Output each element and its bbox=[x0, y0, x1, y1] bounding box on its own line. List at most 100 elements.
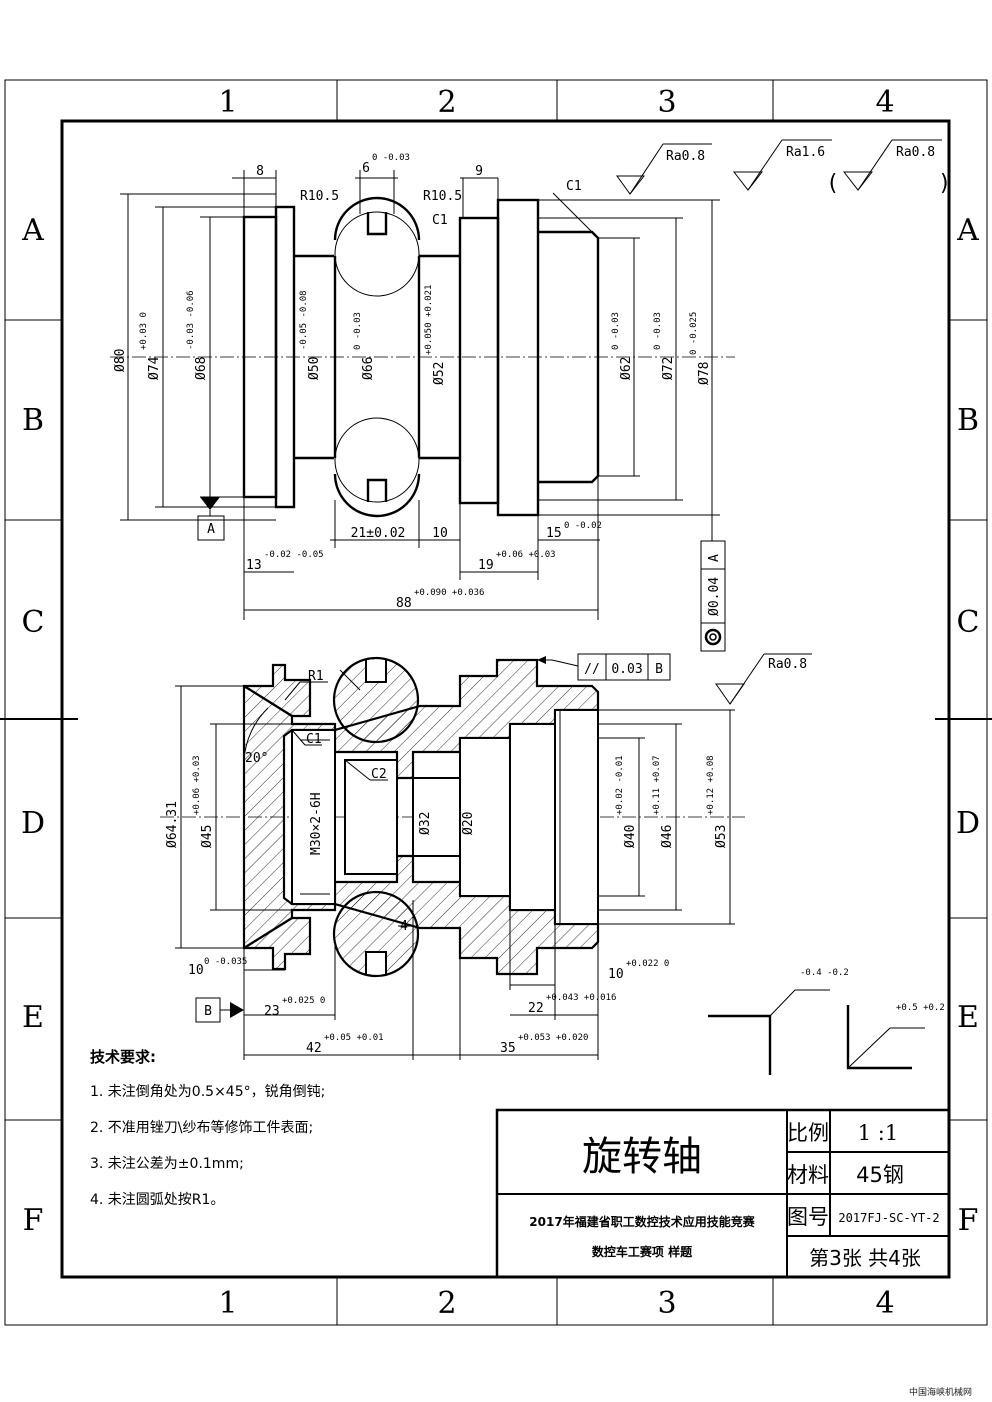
dim-r1: R1 bbox=[308, 669, 324, 684]
zone-row-c-right: C bbox=[957, 605, 980, 640]
corner-tol-2: +0.5 +0.2 bbox=[896, 1003, 945, 1013]
dim-6-tol: 0 -0.03 bbox=[372, 153, 410, 163]
dim-35-tol: +0.053 +0.020 bbox=[518, 1033, 588, 1043]
top-ball-slots bbox=[366, 212, 388, 502]
dim-88: 88 bbox=[396, 596, 412, 611]
dim-d45: Ø45 bbox=[200, 825, 215, 848]
datum-b-label: B bbox=[204, 1004, 212, 1019]
dim-d72-tol: 0 -0.03 bbox=[653, 312, 663, 350]
dim-c2: C2 bbox=[371, 767, 387, 782]
dim-c1-bore: C1 bbox=[306, 732, 322, 747]
technical-notes: 技术要求: 1. 未注倒角处为0.5×45°，锐角倒钝; 2. 不准用锉刀\纱布… bbox=[90, 1048, 325, 1208]
outer-frame bbox=[4, 79, 988, 1326]
dim-d66: Ø66 bbox=[361, 357, 376, 380]
dim-10-right-tol: +0.022 0 bbox=[626, 959, 669, 969]
dim-d50-tol: -0.05 -0.08 bbox=[299, 290, 309, 350]
top-ball-upper bbox=[334, 211, 420, 297]
dim-d78-tol: 0 -0.025 bbox=[689, 312, 699, 355]
dim-88-tol: +0.090 +0.036 bbox=[414, 588, 484, 598]
dim-d53: Ø53 bbox=[714, 825, 729, 848]
scale-label: 比例 bbox=[787, 1121, 829, 1145]
dim-21: 21±0.02 bbox=[351, 526, 406, 541]
svg-text:(: ( bbox=[826, 171, 839, 196]
dim-9: 9 bbox=[475, 164, 483, 179]
dim-13-tol: -0.02 -0.05 bbox=[264, 550, 324, 560]
dim-23: 23 bbox=[264, 1004, 280, 1019]
svg-text:): ) bbox=[938, 171, 951, 196]
top-right-shoulder bbox=[538, 230, 600, 484]
ra-0-8-top: Ra0.8 bbox=[666, 149, 705, 164]
dim-d46: Ø46 bbox=[660, 825, 675, 848]
zone-col-3-top: 3 bbox=[657, 85, 676, 120]
section-left-collar bbox=[242, 663, 337, 971]
fcf-a-value: Ø0.04 bbox=[707, 577, 722, 616]
dim-22-tol: +0.043 +0.016 bbox=[546, 993, 616, 1003]
title-block: 旋转轴 2017年福建省职工数控技术应用技能竞赛 数控车工赛项 样题 比例 1 … bbox=[495, 1108, 951, 1279]
fcf-b-value: 0.03 bbox=[611, 662, 642, 677]
drawing-no-label: 图号 bbox=[787, 1205, 829, 1229]
material-value: 45钢 bbox=[856, 1163, 904, 1187]
zone-row-d-right: D bbox=[956, 806, 980, 841]
parallelism-icon: // bbox=[584, 662, 600, 677]
dim-d64-31: Ø64.31 bbox=[165, 801, 180, 848]
zone-col-4-top: 4 bbox=[875, 85, 894, 120]
dim-d32: Ø32 bbox=[418, 812, 433, 835]
notes-title: 技术要求: bbox=[90, 1048, 156, 1066]
dim-d52: Ø52 bbox=[432, 362, 447, 385]
dim-d40-tol: +0.02 -0.01 bbox=[615, 755, 625, 815]
fcf-coaxiality bbox=[700, 540, 726, 652]
zone-row-d-left: D bbox=[21, 806, 45, 841]
competition-line-2: 数控车工赛项 样题 bbox=[592, 1244, 693, 1259]
dim-13: 13 bbox=[246, 558, 262, 573]
top-view: A 8 6 0 -0.03 9 R10.5 R10.5 C1 C1 Ø80 Ø7… bbox=[110, 139, 951, 652]
top-right-flange bbox=[496, 198, 540, 517]
notes-item-4: 4. 未注圆弧处按R1。 bbox=[90, 1192, 224, 1208]
dim-r10-5-left: R10.5 bbox=[300, 189, 339, 204]
dim-c1-left: C1 bbox=[432, 213, 448, 228]
dim-d68: Ø68 bbox=[194, 357, 209, 380]
scale-value: 1 :1 bbox=[858, 1121, 898, 1145]
dim-23-tol: +0.025 0 bbox=[282, 996, 325, 1006]
dim-d68-tol: -0.03 -0.06 bbox=[186, 290, 196, 350]
dim-d46-tol: +0.11 +0.07 bbox=[652, 755, 662, 815]
dim-d62-tol: 0 -0.03 bbox=[611, 312, 621, 350]
dim-d45-tol: +0.06 +0.03 bbox=[192, 755, 202, 815]
top-right-step bbox=[458, 216, 500, 505]
dim-d50: Ø50 bbox=[307, 357, 322, 380]
dim-d40: Ø40 bbox=[623, 825, 638, 848]
dim-22: 22 bbox=[528, 1001, 544, 1016]
dim-10-right: 10 bbox=[608, 967, 624, 982]
datum-a-box bbox=[197, 515, 225, 541]
dim-10: 10 bbox=[432, 526, 448, 541]
dim-d78: Ø78 bbox=[697, 362, 712, 385]
dim-d66-tol: 0 -0.03 bbox=[353, 312, 363, 350]
footer-credit: 中国海峡机械网 bbox=[908, 1388, 972, 1398]
zone-dividers bbox=[0, 80, 992, 1325]
dim-d20: Ø20 bbox=[461, 812, 476, 835]
dim-angle-20: 20° bbox=[245, 751, 268, 766]
dim-6: 6 bbox=[362, 161, 370, 176]
dim-d80: Ø80 bbox=[113, 349, 128, 372]
dim-m30: M30×2-6H bbox=[309, 792, 324, 855]
ra-0-8-general: Ra0.8 bbox=[896, 145, 935, 160]
part-name: 旋转轴 bbox=[582, 1134, 702, 1180]
dim-8: 8 bbox=[256, 164, 264, 179]
dim-d53-tol: +0.12 +0.08 bbox=[706, 755, 716, 815]
dim-15: 15 bbox=[546, 526, 562, 541]
dim-15-tol: 0 -0.02 bbox=[564, 521, 602, 531]
sheet-info: 第3张 共4张 bbox=[809, 1246, 921, 1270]
zone-row-b-right: B bbox=[957, 403, 979, 438]
datum-a-label: A bbox=[207, 522, 215, 537]
zone-row-e-right: E bbox=[957, 1000, 979, 1035]
dim-c1-right: C1 bbox=[566, 179, 582, 194]
drawing-no-value: 2017FJ-SC-YT-2 bbox=[838, 1211, 939, 1225]
zone-row-e-left: E bbox=[22, 1000, 44, 1035]
material-label: 材料 bbox=[787, 1163, 829, 1187]
notes-item-2: 2. 不准用锉刀\纱布等修饰工件表面; bbox=[90, 1119, 313, 1136]
dim-10-left: 10 bbox=[188, 963, 204, 978]
ra-0-8-bore: Ra0.8 bbox=[768, 657, 807, 672]
corner-tol-1: -0.4 -0.2 bbox=[800, 968, 849, 978]
coaxiality-icon bbox=[704, 628, 722, 646]
zone-row-f-left: F bbox=[23, 1203, 44, 1238]
